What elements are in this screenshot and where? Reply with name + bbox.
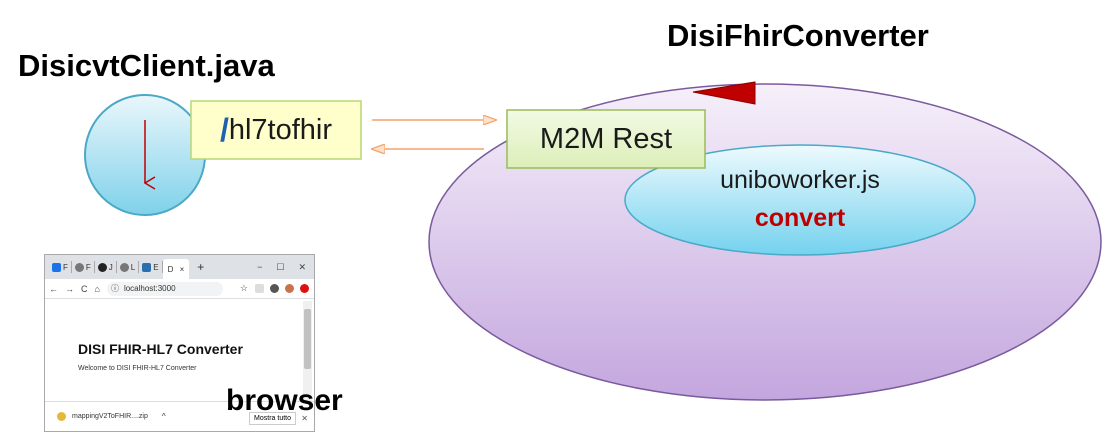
browser-tab[interactable]: J <box>95 261 117 273</box>
url-text: localhost:3000 <box>123 284 176 293</box>
browser-window: F F J L E D × + − ☐ ✕ ← → C ⌂ ⓘ localhos… <box>44 254 315 432</box>
avatar-icon[interactable] <box>285 284 294 293</box>
browser-tab-strip: F F J L E D × + − ☐ ✕ <box>45 255 314 279</box>
globe-icon <box>74 262 84 272</box>
extensions-area <box>255 284 314 293</box>
endpoint-box <box>190 100 362 160</box>
puzzle-icon[interactable] <box>270 284 279 293</box>
bookmark-star-icon[interactable]: ☆ <box>239 283 248 293</box>
red-triangle-icon <box>692 81 756 105</box>
github-icon <box>97 262 107 272</box>
browser-tab[interactable]: L <box>117 261 140 273</box>
outlook-icon <box>52 262 61 272</box>
new-tab-button[interactable]: + <box>197 260 205 274</box>
download-file[interactable]: mappingV2ToFHIR....zip <box>72 413 148 420</box>
reload-button[interactable]: C <box>81 283 88 294</box>
zip-file-icon <box>57 412 66 421</box>
browser-tab[interactable]: F <box>72 261 95 273</box>
worker-ellipse <box>624 144 976 256</box>
menu-icon[interactable] <box>300 284 309 293</box>
close-window-button[interactable]: ✕ <box>298 261 306 272</box>
close-download-bar-button[interactable]: ✕ <box>301 414 308 423</box>
browser-tab[interactable]: E <box>139 261 163 273</box>
browser-tab-active[interactable]: D × <box>162 259 190 279</box>
maximize-button[interactable]: ☐ <box>276 261 285 272</box>
globe-icon <box>119 262 129 272</box>
show-all-button[interactable]: Mostra tutto <box>249 412 296 425</box>
page-welcome: Welcome to DISI FHIR-HL7 Converter <box>78 365 197 372</box>
converter-title: DisiFhirConverter <box>667 18 929 53</box>
page-heading: DISI FHIR-HL7 Converter <box>78 341 243 357</box>
info-icon[interactable]: ⓘ <box>110 284 119 293</box>
browser-toolbar: ← → C ⌂ ⓘ localhost:3000 ☆ <box>45 279 314 299</box>
back-button[interactable]: ← <box>49 283 58 294</box>
download-caret-icon[interactable]: ^ <box>161 412 166 421</box>
scrollbar-thumb[interactable] <box>304 309 311 369</box>
m2m-label: M2M Rest <box>539 122 673 155</box>
close-tab-icon[interactable]: × <box>179 264 185 274</box>
browser-content: DISI FHIR-HL7 Converter Welcome to DISI … <box>45 299 303 403</box>
worker-file-label: uniboworker.js <box>720 165 880 194</box>
endpoint-label: /hl7tofhir <box>191 101 361 159</box>
scrollbar[interactable] <box>303 301 312 401</box>
home-button[interactable]: ⌂ <box>94 283 100 294</box>
browser-caption: browser <box>226 384 343 417</box>
window-controls: − ☐ ✕ <box>257 262 314 273</box>
worker-action-label: convert <box>754 203 846 232</box>
minimize-button[interactable]: − <box>257 261 263 272</box>
extension-icon[interactable] <box>255 284 264 293</box>
m2m-box <box>506 109 706 169</box>
client-title: DisicvtClient.java <box>18 48 275 83</box>
browser-tab[interactable]: F <box>49 261 72 273</box>
app-icon <box>142 262 152 272</box>
endpoint-slash: / <box>219 111 229 148</box>
endpoint-path: hl7tofhir <box>228 113 333 146</box>
address-bar[interactable]: ⓘ localhost:3000 <box>106 281 223 296</box>
forward-button[interactable]: → <box>65 283 74 294</box>
